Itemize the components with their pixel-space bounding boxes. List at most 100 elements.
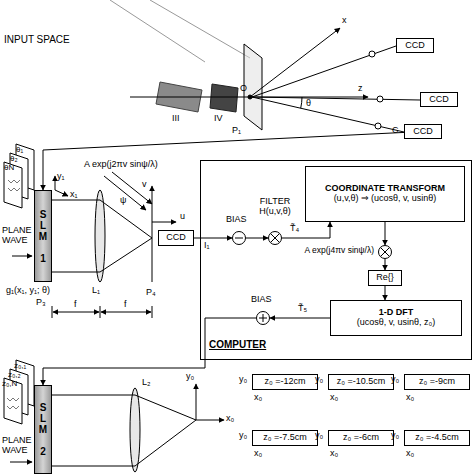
node-text: (ucosθ, v, usinθ, z₀) — [357, 318, 436, 328]
plane-wave-arrow — [12, 256, 32, 257]
slm-panel: SLM 2 — [34, 385, 52, 474]
output-panel: z₀ =-7.5cm — [252, 430, 318, 446]
signal-connector — [246, 238, 268, 239]
view-ray — [252, 97, 420, 100]
annotation-label: θN — [4, 164, 14, 173]
v-axis — [152, 186, 153, 282]
operator-symbol — [381, 248, 389, 256]
node-text: A exp(j4πv sinψ/λ) — [282, 246, 374, 255]
annotation-label: P₄ — [146, 288, 156, 298]
real-part-box: Re{} — [368, 270, 402, 286]
ccd-camera: CCD — [158, 230, 194, 246]
annotation-label: A exp(j2πv sinψ/λ) — [84, 160, 158, 170]
focal-dimension — [53, 312, 99, 313]
annotation-label: y₀ — [391, 375, 399, 385]
signal-connector — [385, 222, 386, 245]
filter-multiplier: FILTER H(u,v,θ) — [268, 231, 282, 245]
annotation-label: u — [180, 212, 185, 222]
annotation-label: z₀,₁ — [14, 362, 26, 371]
annotation-label: f — [74, 300, 77, 310]
light-ray — [52, 200, 152, 238]
node-text: z₀ =-9cm — [419, 377, 455, 387]
ccd-camera: CCD — [420, 92, 458, 107]
annotation-label: PLANE WAVE — [2, 226, 32, 246]
computer-block: COMPUTERBIASFILTER H(u,v,θ)COORDINATE TR… — [200, 160, 472, 360]
annotation-label: x₀ — [406, 393, 414, 403]
annotation-label: III — [172, 114, 180, 124]
operator-symbol — [271, 234, 279, 242]
transform-box: COORDINATE TRANSFORM(u,v,θ) ⇒ (ucosθ, v,… — [305, 166, 465, 222]
annotation-label: P₁ — [232, 126, 241, 136]
junction-circle — [379, 246, 392, 259]
annotation-label: L₁ — [92, 286, 100, 296]
annotation-label: z — [358, 84, 363, 94]
operator-symbol — [381, 248, 389, 256]
operator-symbol — [271, 234, 279, 242]
signal-connector — [282, 222, 330, 238]
node-text: CCD — [166, 233, 186, 243]
node-text: COORDINATE TRANSFORM — [325, 184, 445, 194]
signal-connector — [43, 132, 404, 190]
node-text: SLM 2 — [38, 402, 49, 457]
view-ray — [252, 46, 396, 97]
node-text: z₀ =-12cm — [265, 377, 306, 387]
annotation-label: θ — [306, 99, 311, 109]
node-text: FILTER H(u,v,θ) — [249, 197, 301, 217]
light-ray — [52, 395, 196, 420]
object-iv — [210, 84, 238, 112]
signal-connector — [385, 259, 386, 270]
x-axis — [250, 28, 340, 97]
node-text: z₀ =-6cm — [343, 433, 379, 443]
annotation-label: y₁ — [57, 172, 65, 182]
fringe-pattern — [7, 398, 19, 409]
hologram-sheet — [4, 162, 22, 208]
dimension-tick — [52, 306, 53, 318]
node-text: 1-D DFT — [379, 308, 414, 318]
annotation-label: θ₁ — [16, 146, 23, 155]
focal-dimension — [101, 312, 151, 313]
node-text: CCD — [405, 41, 425, 51]
signal-connector — [385, 286, 386, 300]
node-text: CCD — [429, 95, 449, 105]
annotation-label: x₀ — [330, 449, 338, 459]
junction-outline — [256, 311, 270, 325]
space-edge — [150, 0, 250, 58]
node-text: z₀ =-7.5cm — [263, 433, 307, 443]
annotation-label: z₀,N — [2, 380, 17, 389]
node-text: COMPUTER — [209, 339, 266, 350]
annotation-label: L₂ — [142, 378, 151, 388]
signal-connector — [43, 318, 256, 385]
node-text: BIAS — [226, 215, 247, 225]
output-panel: z₀ =-10.5cm — [328, 374, 394, 390]
annotation-label: O — [240, 84, 247, 94]
junction-circle — [269, 232, 282, 245]
output-panel: z₀ =-4.5cm — [404, 430, 470, 446]
operator-symbol — [263, 314, 264, 322]
operator-symbol — [235, 238, 243, 239]
node-text: z₀ =-10.5cm — [337, 377, 386, 387]
dft-box: 1-D DFT(ucosθ, v, usinθ, z₀) — [330, 300, 462, 336]
ccd-camera: CCD — [396, 38, 434, 53]
annotation-label: x₀ — [330, 393, 338, 403]
junction-circle — [257, 312, 270, 325]
node-text: CCD — [413, 127, 433, 137]
camera-lens — [377, 96, 383, 102]
annotation-label: θ₂ — [10, 155, 18, 164]
angle-arc — [301, 97, 302, 108]
annotation-label: P₃ — [36, 298, 46, 308]
fringe-pattern — [8, 180, 20, 191]
lens — [130, 388, 140, 472]
annotation-label: y₀ — [315, 431, 323, 441]
dimension-tick — [152, 306, 153, 318]
annotation-label: f — [124, 300, 127, 310]
multiplier: A exp(j4πv sinψ/λ) — [378, 245, 392, 259]
annotation-label: IV — [214, 114, 223, 124]
camera-lens — [369, 51, 375, 57]
light-ray — [52, 420, 196, 466]
annotation-label: ψ — [120, 196, 126, 206]
signal-label: T̃₅ — [298, 304, 307, 314]
